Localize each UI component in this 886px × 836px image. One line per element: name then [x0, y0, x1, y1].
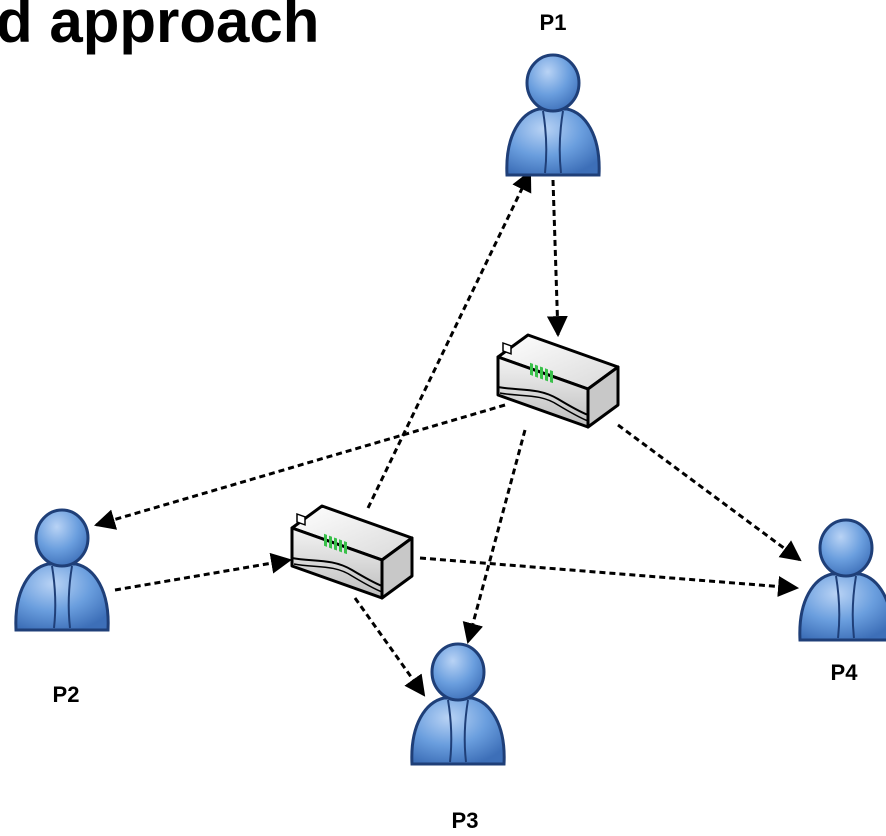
- person-icon: [798, 518, 886, 642]
- peer-label-p4: P4: [831, 660, 859, 685]
- network-switch-icon: [290, 504, 414, 600]
- peer-p1: P1: [505, 10, 601, 177]
- peer-p4: P4: [798, 518, 886, 685]
- edge-s2-to-p3: [353, 597, 426, 697]
- edge-s2-to-p4: [419, 556, 800, 597]
- edge-p2-to-s2: [114, 552, 293, 592]
- peer-label-p1: P1: [540, 10, 567, 35]
- network-switch-icon: [496, 333, 620, 429]
- edge-s1-to-p2: [93, 403, 506, 530]
- page-title: d approach: [0, 0, 319, 55]
- edges-layer: [93, 170, 802, 697]
- edge-p1-to-s1: [546, 179, 568, 338]
- peer-label-p3: P3: [452, 808, 479, 833]
- person-icon: [505, 53, 601, 177]
- person-icon: [410, 642, 506, 766]
- person-icon: [14, 508, 110, 632]
- peer-label-p2: P2: [53, 682, 80, 707]
- peer-p2: P2: [14, 508, 110, 707]
- edge-s1-to-p4: [617, 423, 802, 562]
- edge-s1-to-p3: [462, 429, 527, 645]
- peer-p3: P3: [410, 642, 506, 833]
- edge-s2-to-p1: [366, 170, 532, 509]
